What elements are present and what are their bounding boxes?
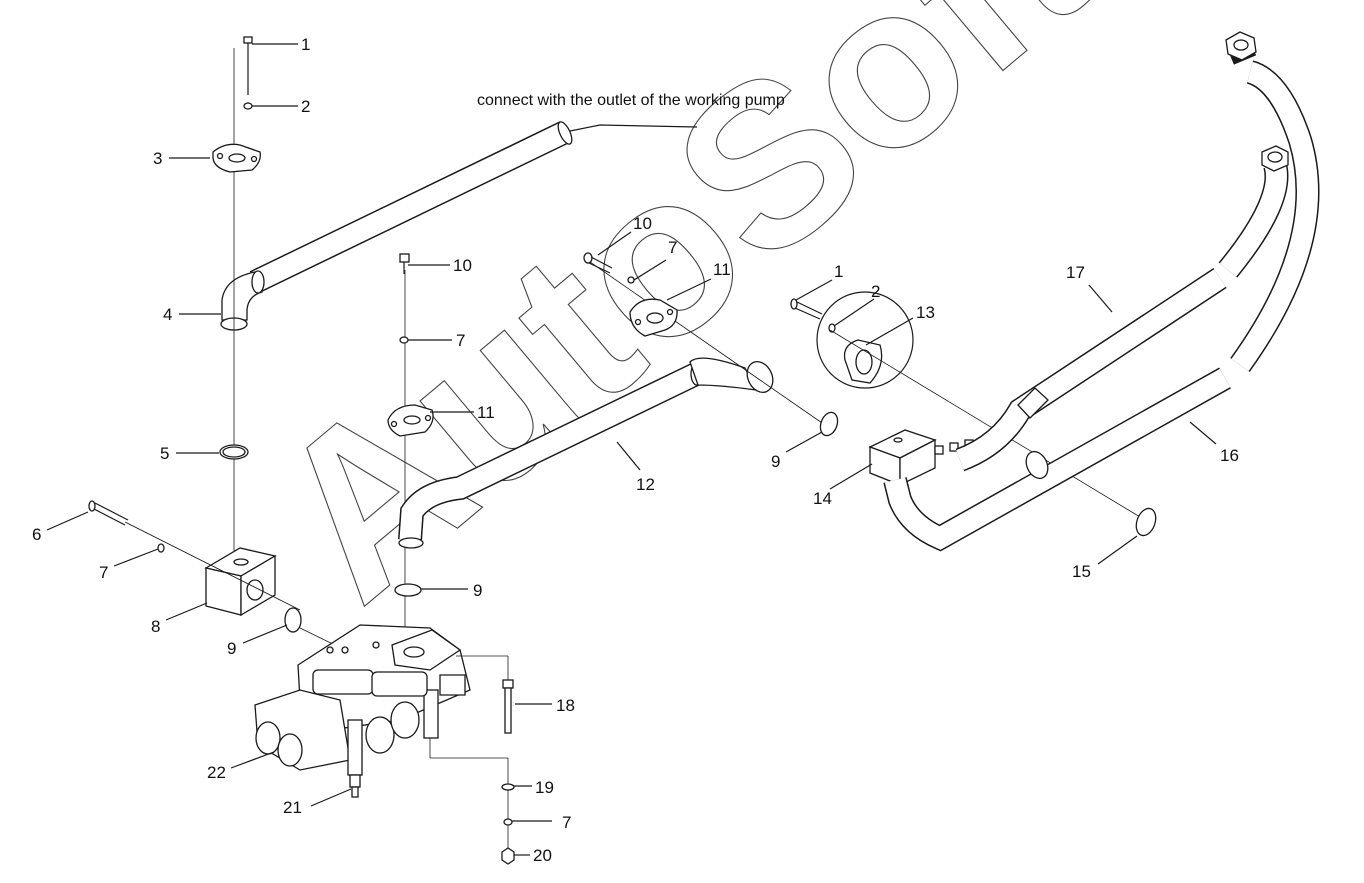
callout-5: 5 — [160, 444, 169, 463]
flange-13 — [843, 339, 883, 384]
callout-3: 3 — [153, 149, 162, 168]
callout-7: 7 — [99, 563, 108, 582]
callout-10: 10 — [453, 256, 472, 275]
washer-2-top — [243, 102, 253, 110]
callout-7: 7 — [668, 238, 677, 257]
callout-12: 12 — [636, 475, 655, 494]
flange-11-mid — [387, 404, 434, 437]
callout-2: 2 — [871, 282, 880, 301]
control-valve-block — [254, 624, 471, 776]
callout-15: 15 — [1072, 562, 1091, 581]
callout-20: 20 — [533, 846, 552, 865]
washer-19 — [501, 783, 515, 791]
callout-4: 4 — [163, 305, 172, 324]
callout-17: 17 — [1066, 263, 1085, 282]
hose-nut-16 — [1225, 31, 1257, 61]
callout-9: 9 — [227, 639, 236, 658]
bolt-10-upper — [583, 252, 613, 274]
washer-7-bottom — [503, 818, 513, 826]
callout-7: 7 — [456, 331, 465, 350]
hose-nut-17 — [1261, 145, 1289, 172]
callout-6: 6 — [32, 525, 41, 544]
bolt-18 — [502, 679, 514, 734]
bolt-1-top — [243, 36, 253, 95]
bolt-1-right — [790, 298, 823, 320]
callout-11: 11 — [713, 260, 731, 279]
hose-16 — [883, 43, 1320, 552]
o-ring-9-right — [819, 411, 839, 437]
callout-18: 18 — [556, 696, 575, 715]
flange-13-circle — [816, 291, 914, 389]
callout-19: 19 — [535, 778, 554, 797]
callout-10: 10 — [633, 214, 652, 233]
pressure-hose-12 — [398, 361, 706, 549]
callout-9: 9 — [771, 452, 780, 471]
elbow-tube-4 — [220, 270, 265, 331]
elbow-12-top — [689, 357, 774, 394]
washer-7-left — [157, 543, 165, 553]
callout-11: 11 — [477, 403, 495, 422]
fitting-21 — [349, 774, 361, 798]
callout-14: 14 — [813, 489, 832, 508]
flange-11-upper — [629, 298, 678, 337]
pump-outlet-note: connect with the outlet of the working p… — [477, 92, 785, 109]
leader-lines — [46, 43, 1217, 856]
callout-2: 2 — [301, 97, 310, 116]
pump-outlet-hose — [249, 121, 698, 293]
o-ring-15 — [1135, 507, 1157, 537]
o-ring-9-mid — [394, 583, 422, 597]
fitting-17 — [1017, 387, 1049, 419]
washer-7-upper — [627, 276, 635, 284]
bolt-6 — [88, 500, 129, 526]
callout-16: 16 — [1220, 446, 1239, 465]
callout-8: 8 — [151, 617, 160, 636]
washer-7-mid — [399, 336, 409, 344]
adapter-block-8 — [204, 547, 277, 617]
elbow-flange-14 — [1025, 450, 1049, 480]
callout-13: 13 — [916, 303, 935, 322]
o-ring-9-left — [284, 607, 302, 633]
callout-22: 22 — [207, 763, 226, 782]
bolt-10-mid — [399, 253, 410, 274]
flange-3 — [212, 143, 261, 173]
pipe-17 — [955, 161, 1289, 472]
callout-1: 1 — [301, 35, 310, 54]
callout-9: 9 — [473, 581, 482, 600]
callout-1: 1 — [834, 262, 843, 281]
nut-20 — [501, 847, 515, 865]
callout-7: 7 — [562, 813, 571, 832]
callout-21: 21 — [283, 798, 302, 817]
block-14 — [868, 429, 937, 487]
